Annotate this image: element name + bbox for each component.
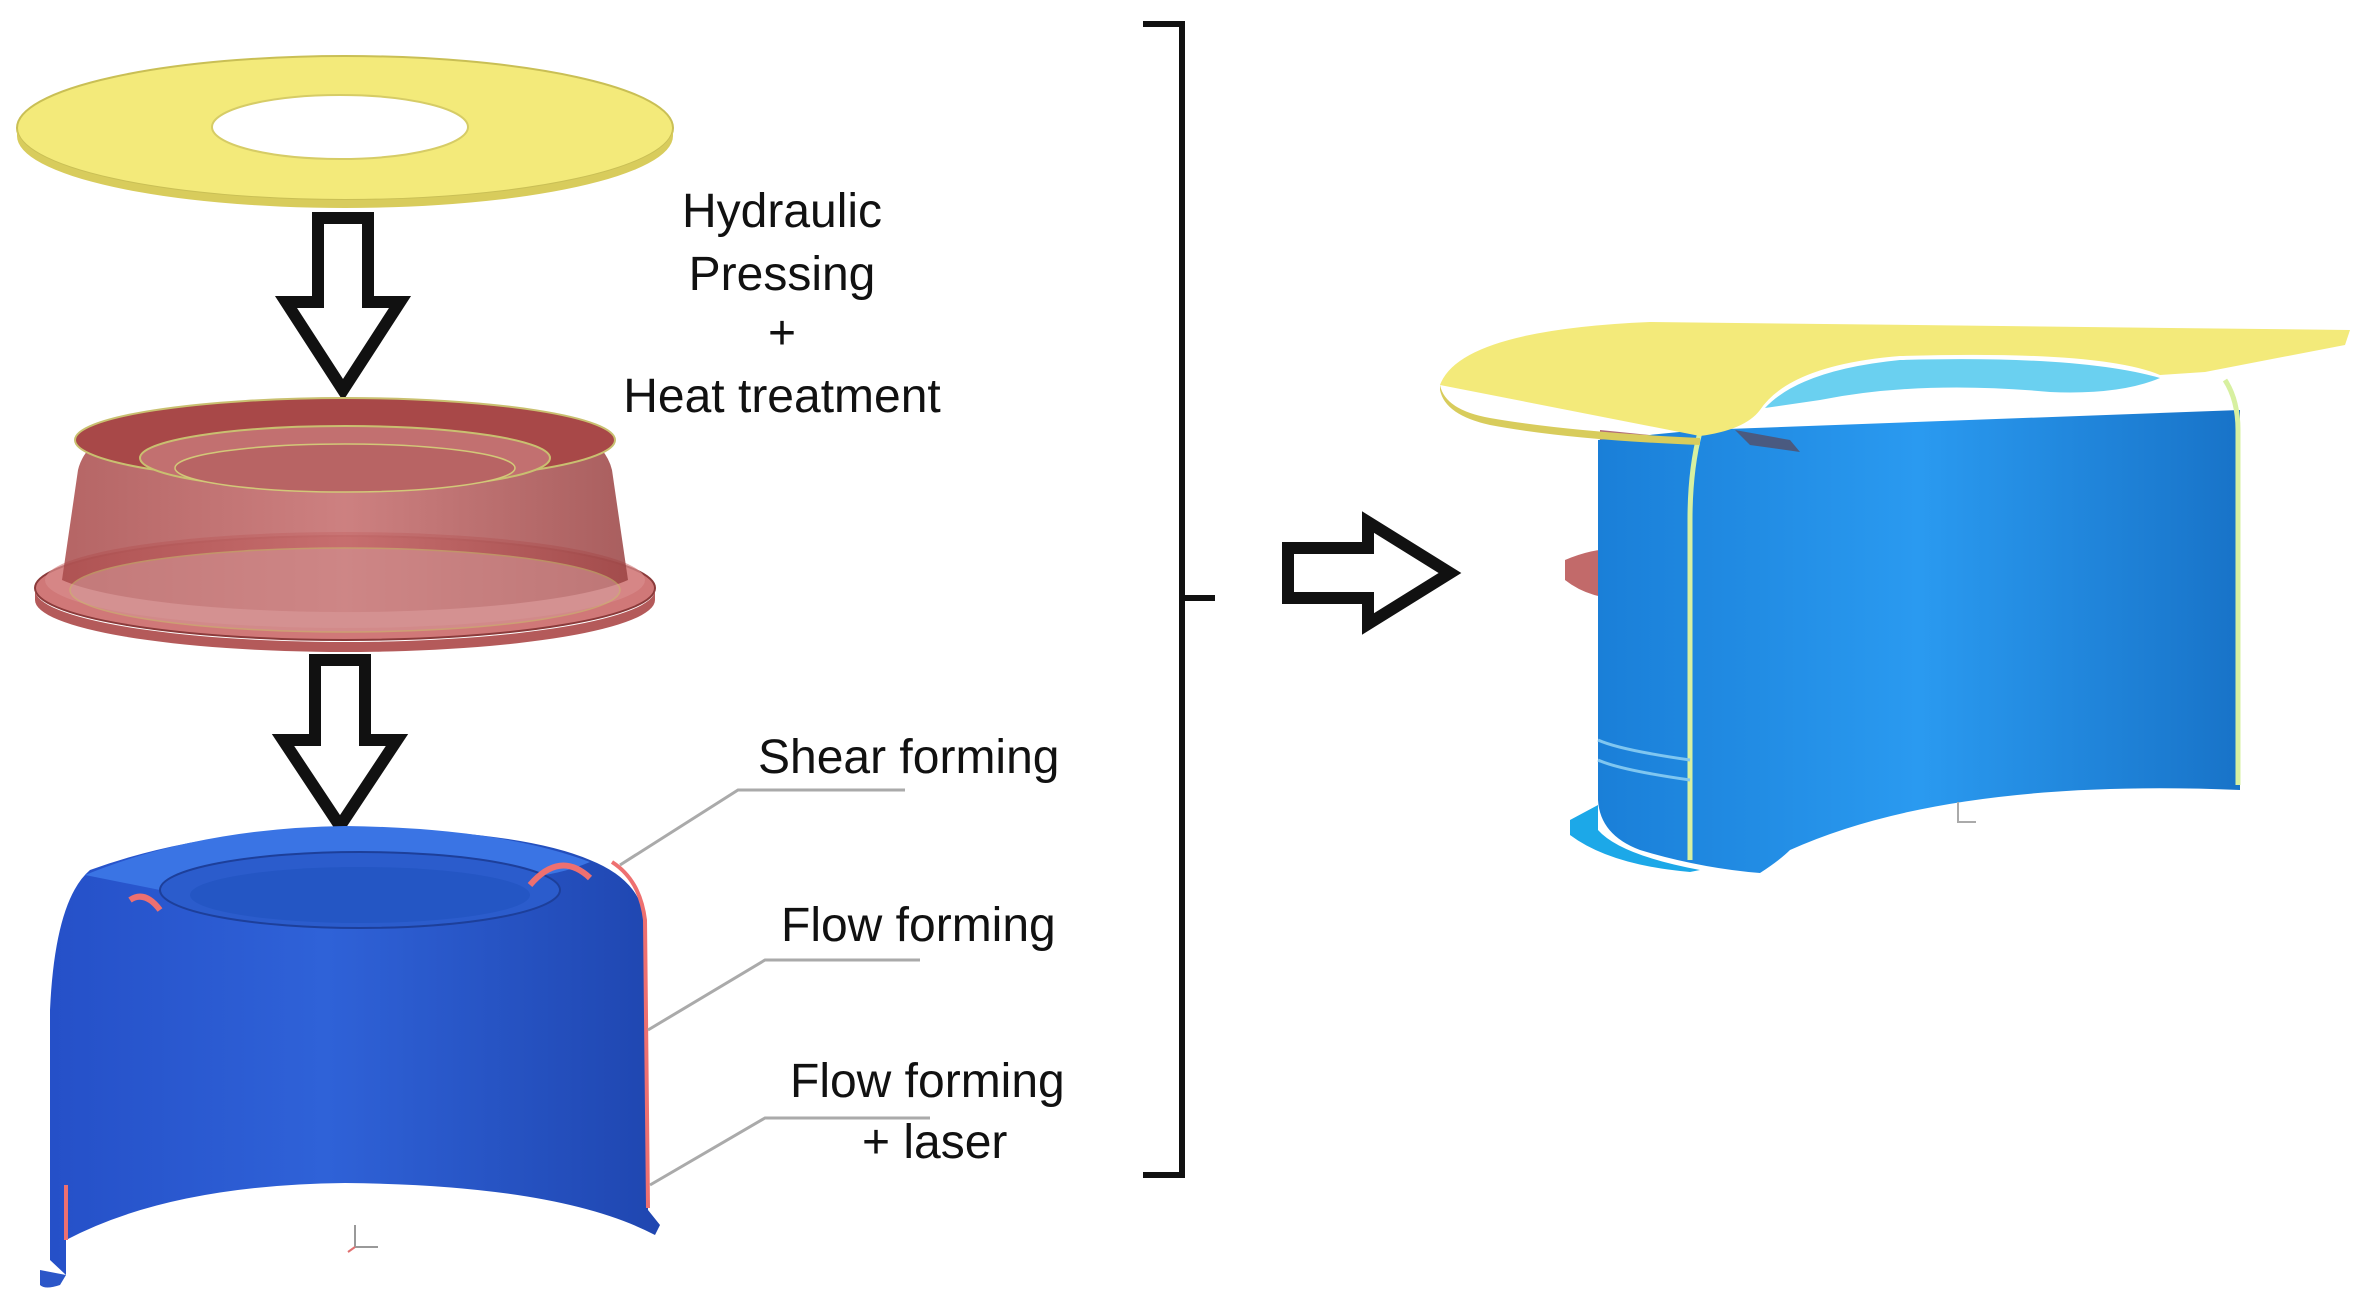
- shear-forming-label: Shear forming: [758, 731, 1059, 784]
- leader-lines: [619, 788, 930, 1187]
- pressed-part: [34, 397, 656, 652]
- flow-forming-laser-label: Flow forming + laser: [790, 1055, 1065, 1169]
- axis-triad-icon: [347, 1225, 378, 1253]
- axis-triad-icon: [1957, 802, 1976, 823]
- svg-text:Heat treatment: Heat treatment: [623, 370, 940, 423]
- svg-text:Flow forming: Flow forming: [790, 1055, 1065, 1108]
- flow-forming-label: Flow forming: [781, 899, 1056, 952]
- svg-text:+ laser: + laser: [862, 1116, 1007, 1169]
- blank-disc: [16, 55, 674, 208]
- right-arrow-icon: [1282, 511, 1462, 635]
- down-arrow-icon: [274, 212, 412, 402]
- svg-text:Hydraulic: Hydraulic: [682, 185, 882, 238]
- formed-part-cutaway: [40, 826, 660, 1288]
- svg-text:+: +: [768, 307, 796, 360]
- down-arrow-icon: [271, 654, 409, 837]
- grouping-bracket: [1143, 21, 1215, 1178]
- step1-label: Hydraulic Pressing + Heat treatment: [623, 185, 940, 423]
- assembled-part-cutaway: [1440, 322, 2350, 873]
- svg-text:Pressing: Pressing: [689, 248, 876, 301]
